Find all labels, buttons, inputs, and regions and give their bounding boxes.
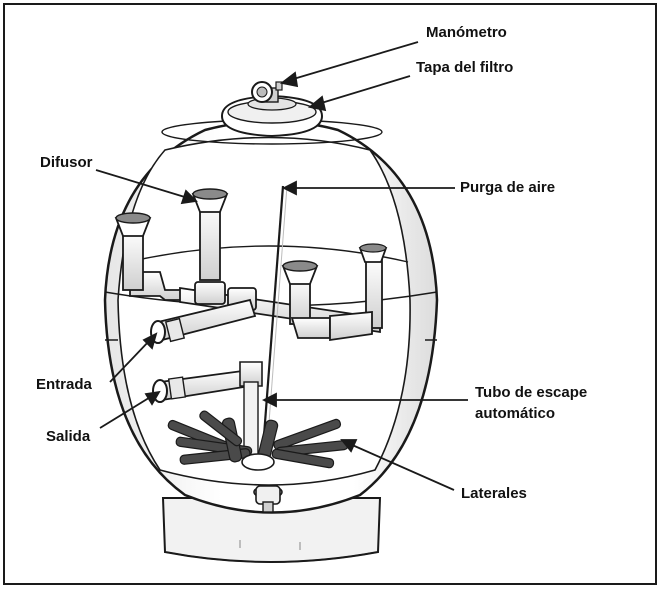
label-difusor: Difusor bbox=[40, 154, 93, 171]
label-laterales: Laterales bbox=[461, 485, 527, 502]
label-purga-aire: Purga de aire bbox=[460, 179, 556, 196]
filter-lid bbox=[220, 94, 324, 138]
label-tubo-escape-2: automático bbox=[475, 405, 556, 422]
diffuser-head-icon bbox=[358, 243, 388, 263]
diffuser-head-icon bbox=[191, 188, 229, 213]
pressure-gauge-icon bbox=[251, 81, 283, 103]
air-vent-tube bbox=[260, 185, 288, 463]
drain-plug-icon bbox=[253, 485, 283, 513]
label-salida: Salida bbox=[46, 428, 91, 445]
laterals bbox=[167, 410, 349, 471]
diffuser-manifold bbox=[122, 203, 383, 342]
inlet-pipe bbox=[150, 298, 257, 344]
diffuser-head-icon bbox=[114, 212, 152, 237]
tank-base bbox=[161, 497, 382, 563]
label-tapa-filtro: Tapa del filtro bbox=[416, 59, 514, 76]
leader-lines bbox=[95, 41, 468, 491]
label-tubo-escape-1: Tubo de escape bbox=[475, 384, 588, 401]
label-manometro: Manómetro bbox=[426, 24, 507, 41]
label-entrada: Entrada bbox=[36, 376, 92, 393]
diffuser-head-icon bbox=[281, 260, 319, 285]
